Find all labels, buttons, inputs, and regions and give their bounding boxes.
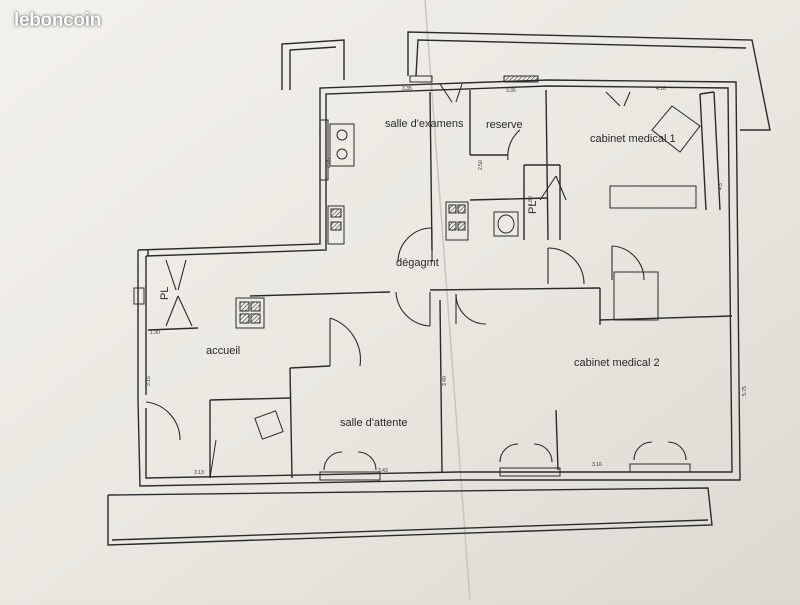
- room-label-cabinet-1: cabinet medical 1: [590, 133, 676, 145]
- room-label-accueil: accueil: [206, 345, 240, 357]
- dimension-label: 3.40: [442, 376, 448, 386]
- windows: [133, 75, 691, 481]
- pl-label-2: PL: [159, 287, 171, 300]
- leboncoin-watermark: leboncoin: [14, 10, 102, 31]
- dimension-label: 3.35: [506, 88, 516, 94]
- paper-fold: [424, 0, 471, 601]
- dimension-label: 1.30: [150, 330, 160, 336]
- dimension-label: 3.15: [146, 376, 152, 386]
- room-label-degagement: dégagmt: [396, 257, 439, 269]
- room-label-reserve: reserve: [486, 119, 523, 131]
- dimension-label: 4.10: [656, 86, 666, 92]
- room-label-salle-examens: salle d'examens: [385, 118, 464, 130]
- dimension-label: 3.35: [402, 86, 412, 92]
- dimension-label: 3.16: [592, 462, 602, 468]
- dimension-label: 5.75: [742, 386, 748, 396]
- dimension-label: 4.3: [718, 183, 724, 190]
- dimension-label: 1.80: [528, 196, 534, 206]
- dimension-label: 3.13: [194, 470, 204, 476]
- doors: [145, 83, 687, 471]
- fixtures: [209, 105, 701, 479]
- walls: [107, 31, 771, 546]
- dimension-label: 3.43: [378, 468, 388, 474]
- dimension-label: 2.50: [478, 160, 484, 170]
- dimension-label: 2.35: [326, 158, 332, 168]
- room-label-salle-attente: salle d'attente: [340, 417, 408, 429]
- room-label-cabinet-2: cabinet medical 2: [574, 357, 660, 369]
- pl-label-1: PL: [527, 201, 539, 214]
